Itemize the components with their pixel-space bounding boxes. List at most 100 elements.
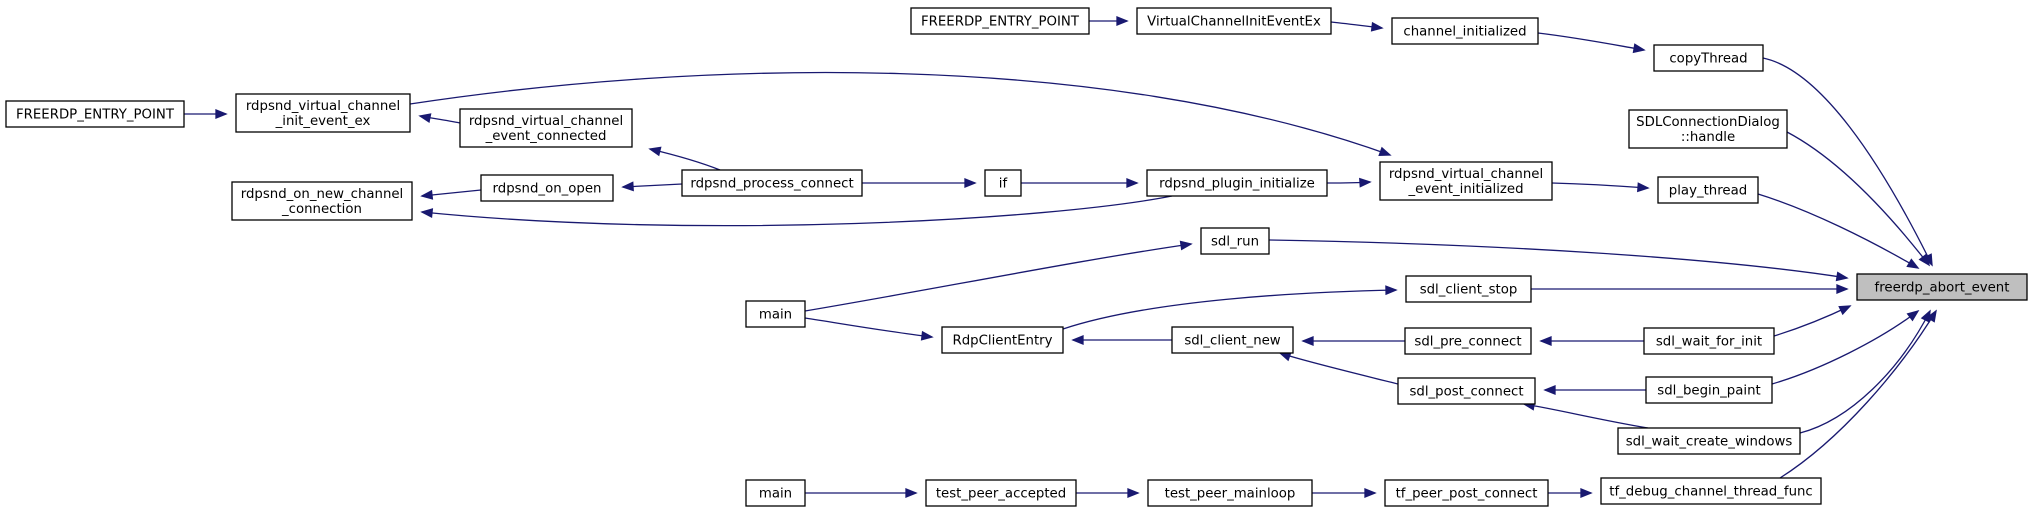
node-label: play_thread — [1669, 184, 1747, 199]
node-tf-peer-post-connect[interactable]: tf_peer_post_connect — [1384, 479, 1549, 507]
edge-sdl_post_connect-to-sdl_client_new — [1278, 351, 1399, 385]
edge-line — [1279, 352, 1399, 385]
node-box — [1146, 169, 1328, 197]
node-label: _connection — [281, 202, 362, 217]
node-box — [910, 7, 1090, 35]
edge-line — [1523, 403, 1649, 429]
node-sdl-pre-connect[interactable]: sdl_pre_connect — [1404, 327, 1532, 355]
node-rdpsnd-vc-connected[interactable]: rdpsnd_virtual_channel_event_connected — [459, 108, 633, 148]
edge-entry_top-to-vcinit_ex — [1089, 16, 1129, 26]
node-rdpsnd-on-new[interactable]: rdpsnd_on_new_channel_connection — [231, 181, 413, 221]
arrowhead — [1179, 240, 1193, 251]
edge-rdpsnd_on_open-to-rdpsnd_on_new — [420, 189, 482, 200]
edge-line — [421, 195, 1173, 227]
arrowhead — [215, 109, 228, 119]
edge-sdl_wait_for_init-to-target — [1773, 305, 1852, 337]
node-main2[interactable]: main — [745, 479, 806, 507]
node-rdpsnd-vc-initialized[interactable]: rdpsnd_virtual_channel_event_initialized — [1379, 161, 1553, 201]
arrowhead — [418, 113, 432, 123]
node-entry-top[interactable]: FREERDP_ENTRY_POINT — [910, 7, 1090, 35]
arrowhead — [1539, 336, 1552, 346]
node-rdpsnd-plugin-init[interactable]: rdpsnd_plugin_initialize — [1146, 169, 1328, 197]
node-label: copyThread — [1669, 52, 1747, 67]
edge-sdl_wait_create_windows-to-sdl_post_connect — [1522, 400, 1649, 429]
edge-rdpsnd_process_connect-to-rdpsnd_on_open — [621, 181, 683, 192]
node-sdl-client-new[interactable]: sdl_client_new — [1171, 326, 1294, 354]
edge-sdl_run-to-target — [1268, 239, 1849, 282]
node-copyThread[interactable]: copyThread — [1653, 44, 1764, 72]
node-label: main — [759, 308, 792, 323]
arrowhead — [920, 330, 934, 341]
node-sdl-wait-for-init[interactable]: sdl_wait_for_init — [1643, 327, 1775, 355]
edge-play_thread-to-target — [1757, 193, 1920, 269]
node-label: main — [759, 487, 792, 502]
node-label: VirtualChannelInitEventEx — [1147, 15, 1321, 30]
edge-main1-to-rdpclient_entry — [804, 317, 934, 341]
node-target[interactable]: freerdp_abort_event — [1856, 273, 2028, 301]
arrowhead — [621, 181, 634, 192]
node-box — [5, 100, 185, 128]
node-entry-left[interactable]: FREERDP_ENTRY_POINT — [5, 100, 185, 128]
edge-rdpsnd_vc_init_ex-to-rdpsnd_vc_initialized — [409, 71, 1392, 157]
node-box — [1136, 7, 1332, 35]
edge-line — [1773, 305, 1851, 337]
node-test-peer-mainloop[interactable]: test_peer_mainloop — [1147, 479, 1313, 507]
node-box — [235, 93, 411, 133]
node-box — [1643, 327, 1775, 355]
node-label: rdpsnd_virtual_channel — [469, 114, 623, 129]
node-box — [459, 108, 633, 148]
node-tf-debug[interactable]: tf_debug_channel_thread_func — [1600, 477, 1822, 505]
node-sdlConnDialog[interactable]: SDLConnectionDialog::handle — [1628, 109, 1788, 149]
node-sdl-client-stop[interactable]: sdl_client_stop — [1405, 275, 1532, 303]
edge-line — [1062, 289, 1397, 330]
node-label: _init_event_ex — [275, 114, 371, 129]
node-label: _event_initialized — [1407, 182, 1523, 197]
edge-line — [1762, 57, 1933, 266]
node-play-thread[interactable]: play_thread — [1657, 176, 1759, 204]
node-box — [1379, 161, 1553, 201]
node-if[interactable]: if — [984, 169, 1022, 197]
node-box — [1653, 44, 1764, 72]
node-rdpsnd-on-open[interactable]: rdpsnd_on_open — [480, 174, 614, 202]
node-label: sdl_run — [1211, 235, 1259, 250]
node-channel-initialized[interactable]: channel_initialized — [1391, 17, 1539, 45]
edge-sdl_wait_create_windows-to-target — [1799, 309, 1931, 434]
node-rdpclient-entry[interactable]: RdpClientEntry — [941, 326, 1064, 354]
node-main1[interactable]: main — [745, 300, 806, 328]
arrowhead — [1543, 385, 1556, 395]
edge-line — [804, 317, 933, 338]
node-rdpsnd-vc-init-ex[interactable]: rdpsnd_virtual_channel_init_event_ex — [235, 93, 411, 133]
arrowhead — [1116, 16, 1129, 26]
arrowhead — [1835, 271, 1849, 282]
node-sdl-run[interactable]: sdl_run — [1200, 227, 1270, 255]
node-box — [231, 181, 413, 221]
node-label: sdl_pre_connect — [1414, 335, 1521, 350]
node-sdl-wait-create-windows[interactable]: sdl_wait_create_windows — [1617, 427, 1801, 455]
node-box — [1200, 227, 1270, 255]
arrowhead — [1838, 305, 1852, 316]
node-sdl-post-connect[interactable]: sdl_post_connect — [1397, 377, 1536, 405]
edge-test_peer_mainloop-to-tf_peer_post_connect — [1312, 488, 1377, 498]
arrowhead — [1364, 488, 1377, 498]
arrowhead — [648, 146, 662, 157]
node-label: channel_initialized — [1403, 25, 1526, 40]
node-box — [1600, 477, 1822, 505]
arrowhead — [1637, 182, 1650, 193]
edge-line — [1779, 310, 1937, 479]
edge-rdpsnd_plugin_init-to-rdpsnd_vc_initialized — [1326, 177, 1372, 188]
edge-line — [649, 148, 721, 171]
node-box — [1856, 273, 2028, 301]
node-label: sdl_post_connect — [1409, 385, 1523, 400]
node-box — [480, 174, 614, 202]
edge-rdpsnd_process_connect-to-if — [862, 178, 977, 188]
node-box — [1617, 427, 1801, 455]
node-sdl-begin-paint[interactable]: sdl_begin_paint — [1645, 376, 1773, 404]
node-test-peer-accepted[interactable]: test_peer_accepted — [925, 479, 1077, 507]
arrowhead — [1378, 146, 1392, 157]
node-label: sdl_wait_for_init — [1656, 335, 1762, 350]
node-vcinit-ex[interactable]: VirtualChannelInitEventEx — [1136, 7, 1332, 35]
arrowhead — [1126, 178, 1139, 188]
node-rdpsnd-process-connect[interactable]: rdpsnd_process_connect — [681, 169, 863, 197]
edge-rdpclient_entry-to-sdl_client_stop — [1062, 285, 1398, 330]
node-label: test_peer_accepted — [936, 487, 1066, 502]
